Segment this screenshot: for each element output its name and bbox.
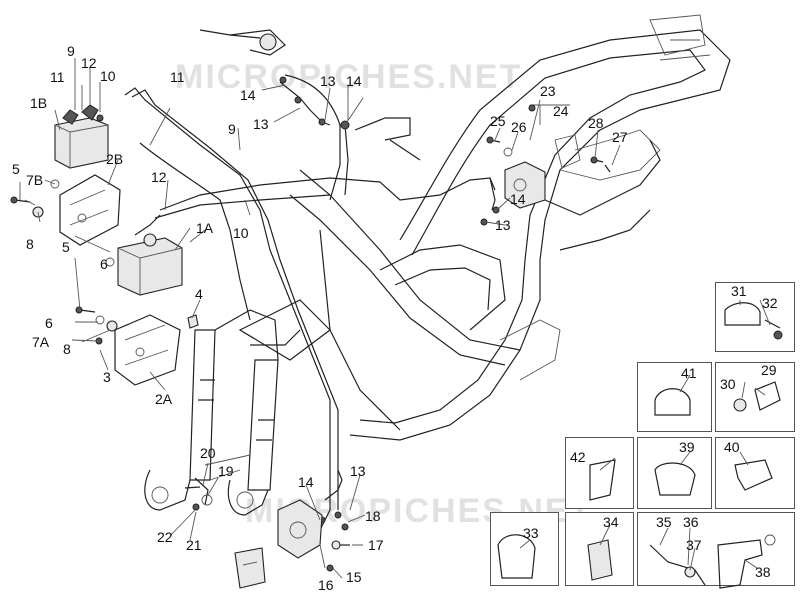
part-box-39 [637, 437, 712, 509]
accessory-sketches [497, 302, 783, 589]
callout-19: 19 [218, 463, 234, 479]
handlebar-levers [199, 29, 421, 161]
callout-5-upper: 5 [12, 161, 20, 177]
callout-25: 25 [490, 113, 506, 129]
callout-5-lower: 5 [62, 239, 70, 255]
callout-20: 20 [200, 445, 216, 461]
callout-17: 17 [368, 537, 384, 553]
callout-13-c: 13 [495, 217, 511, 233]
callout-6-lower: 6 [45, 315, 53, 331]
callout-18: 18 [365, 508, 381, 524]
callout-24: 24 [553, 103, 569, 119]
callout-14-d: 14 [298, 474, 314, 490]
callout-4: 4 [195, 286, 203, 302]
callout-27: 27 [612, 129, 628, 145]
callout-14-b: 14 [346, 73, 362, 89]
callout-8-lower: 8 [63, 341, 71, 357]
part-box-41 [637, 362, 712, 432]
brake-lines [124, 74, 496, 531]
callout-34: 34 [603, 514, 619, 530]
callout-13-a: 13 [320, 73, 336, 89]
callout-16: 16 [318, 577, 334, 593]
callout-14-c: 14 [510, 191, 526, 207]
callout-10-center: 10 [233, 225, 249, 241]
callout-2a: 2A [155, 391, 173, 407]
scooter-frame [238, 14, 731, 441]
callout-9-left: 9 [67, 43, 75, 59]
callout-1a: 1A [196, 220, 214, 236]
abs-module-upper [54, 104, 109, 169]
callout-32: 32 [762, 295, 778, 311]
callout-30: 30 [720, 376, 736, 392]
callout-41: 41 [681, 365, 697, 381]
callout-8-upper: 8 [26, 236, 34, 252]
callout-13-b: 13 [253, 116, 269, 132]
callout-35: 35 [656, 514, 672, 530]
part-box-35-38 [637, 512, 795, 586]
callout-2b: 2B [106, 151, 124, 167]
callout-12-center: 12 [151, 169, 167, 185]
callout-14-a: 14 [240, 87, 256, 103]
callout-22: 22 [157, 529, 173, 545]
callout-13-d: 13 [350, 463, 366, 479]
callout-12-left: 12 [81, 55, 97, 71]
callout-21: 21 [186, 537, 202, 553]
callout-10-left: 10 [100, 68, 116, 84]
part-box-29-30 [715, 362, 795, 432]
callout-1b: 1B [30, 95, 48, 111]
callout-42: 42 [570, 449, 586, 465]
part-box-31-32 [715, 282, 795, 352]
callout-33: 33 [523, 525, 539, 541]
callout-40: 40 [724, 439, 740, 455]
callout-38: 38 [755, 564, 771, 580]
caliper-lower [234, 499, 323, 589]
part-box-42 [565, 437, 634, 509]
callout-31: 31 [731, 283, 747, 299]
callout-3: 3 [103, 369, 111, 385]
bracket-upper [59, 174, 121, 246]
callout-11-left: 11 [50, 69, 65, 85]
callout-11-center: 11 [170, 69, 185, 85]
caliper-upper [504, 134, 581, 209]
part-box-40 [715, 437, 795, 509]
callout-26: 26 [511, 119, 527, 135]
hardware [10, 76, 611, 550]
callout-29: 29 [761, 362, 777, 378]
leader-lines [19, 58, 771, 579]
callout-15: 15 [346, 569, 362, 585]
callout-37: 37 [686, 537, 702, 553]
callout-7b: 7B [26, 172, 44, 188]
callout-36: 36 [683, 514, 699, 530]
callout-23: 23 [540, 83, 556, 99]
callout-6-upper: 6 [100, 256, 108, 272]
front-fork [144, 309, 279, 516]
bracket-lower [114, 314, 181, 386]
callout-9-center: 9 [228, 121, 236, 137]
callout-39: 39 [679, 439, 695, 455]
abs-module-lower [117, 233, 183, 296]
callout-7a: 7A [32, 334, 50, 350]
callout-28: 28 [588, 115, 604, 131]
